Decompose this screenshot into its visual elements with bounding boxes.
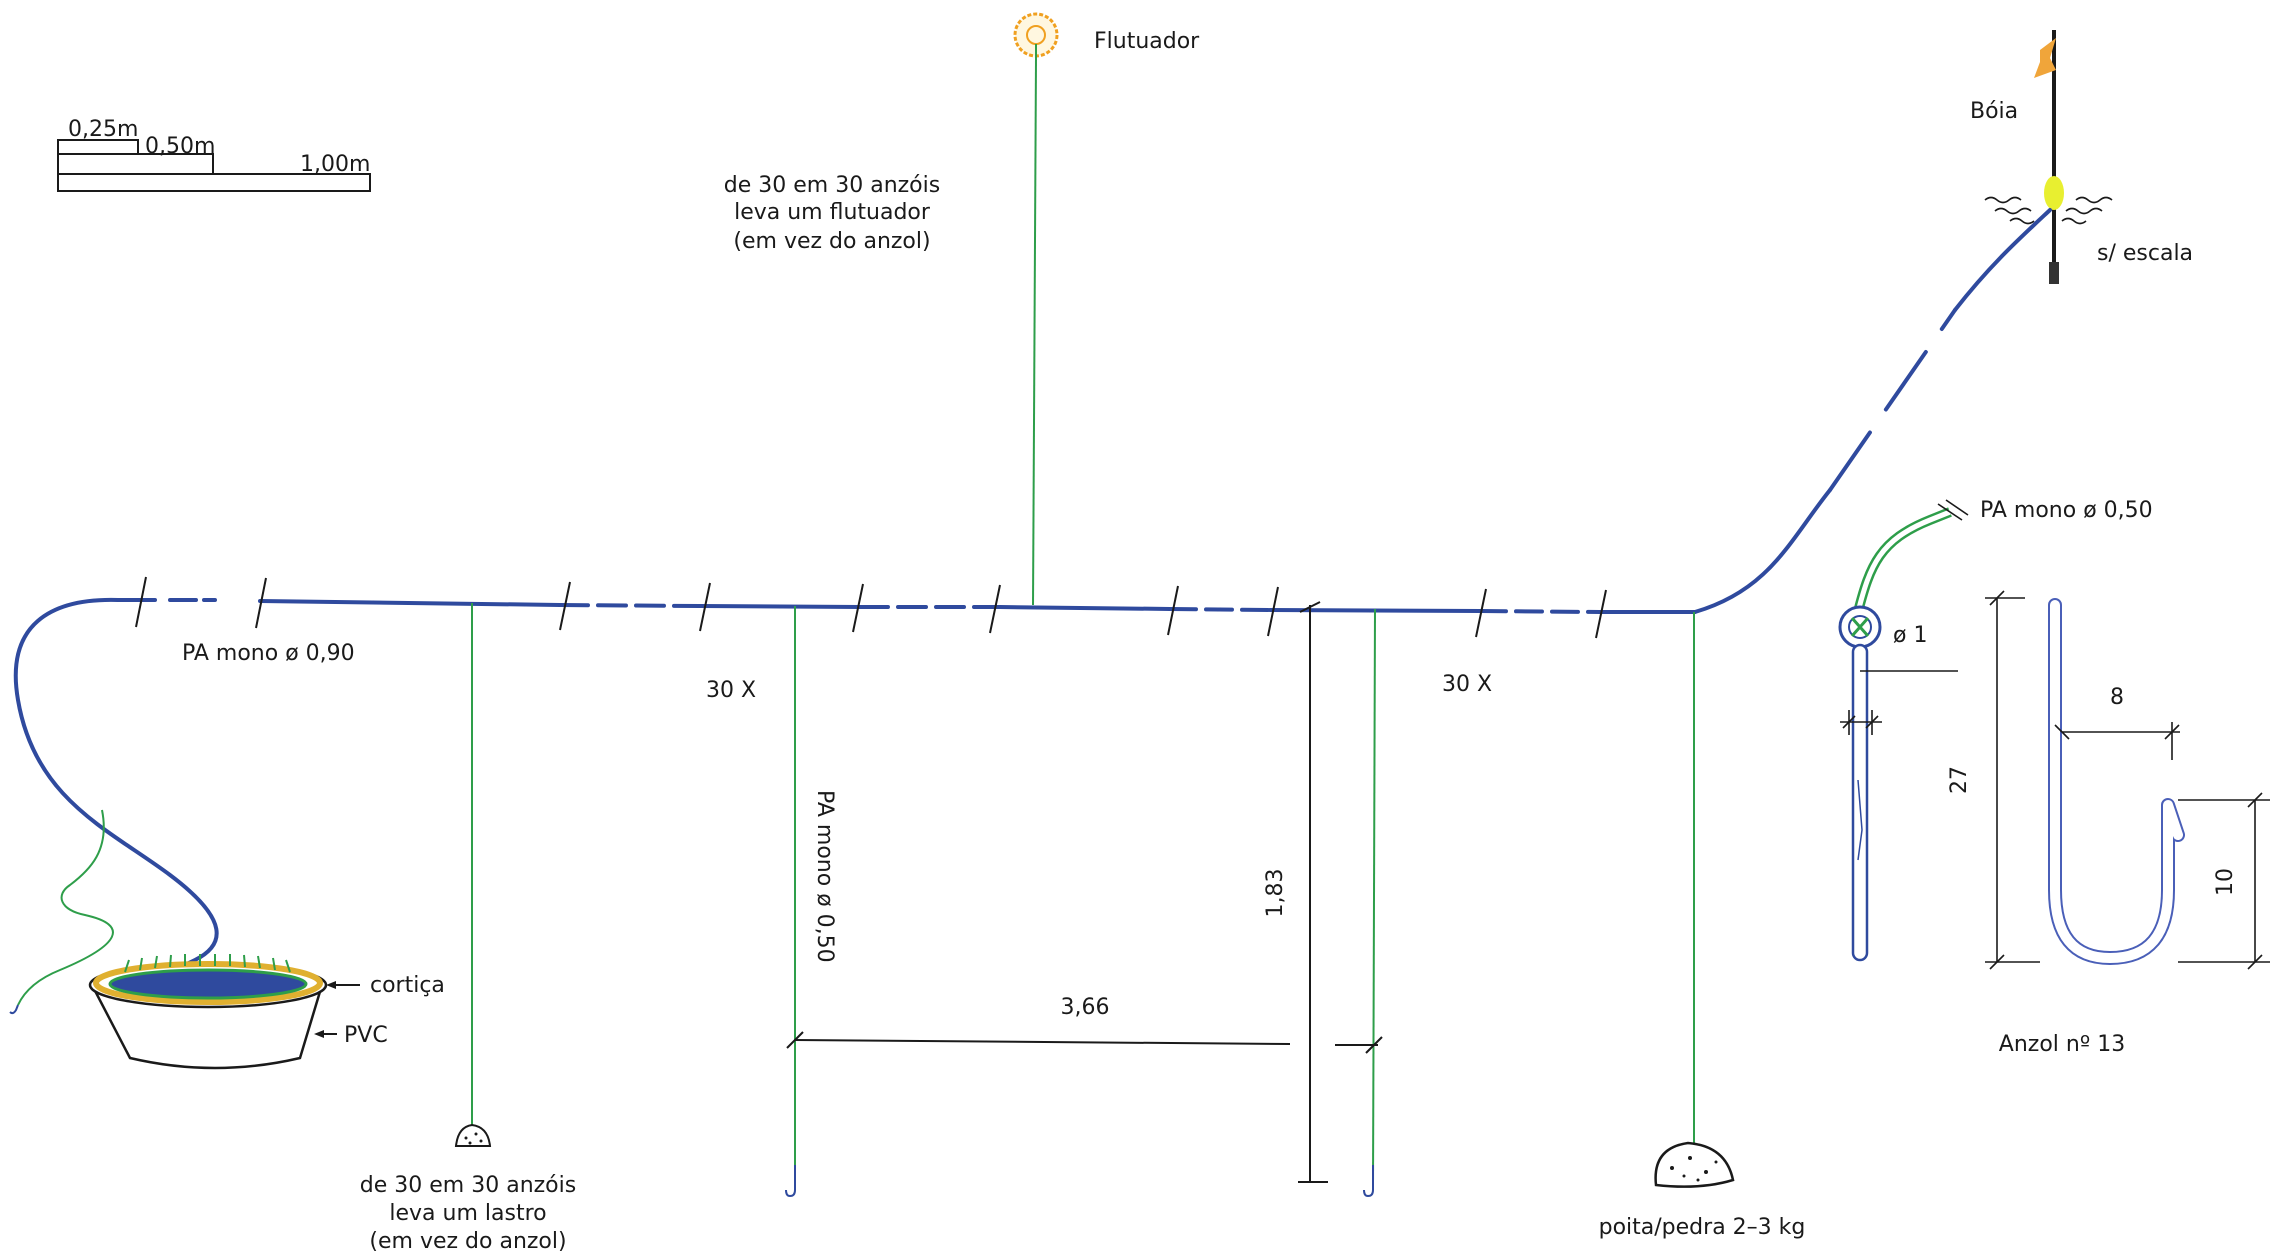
- line-break-ticks: [135, 576, 1607, 639]
- cork-arrow: [326, 981, 336, 989]
- gap-dimension-label: 8: [2110, 685, 2124, 710]
- depth-dimension-label: 1,83: [1263, 869, 1288, 918]
- repeat-label-left: 30 X: [706, 678, 756, 703]
- sinker-note-line-1: de 30 em 30 anzóis: [360, 1173, 576, 1198]
- eye-diameter-label: ø 1: [1893, 623, 1927, 648]
- float-label: Flutuador: [1094, 29, 1200, 54]
- buoy-label: Bóia: [1970, 99, 2018, 124]
- bend-dimension-label: 10: [2213, 868, 2238, 896]
- no-scale-label: s/ escala: [2097, 241, 2193, 266]
- main-line-label: PA mono ø 0,90: [182, 641, 355, 666]
- fish-hook-icon: [9, 1004, 19, 1015]
- length-dimension-label: 27: [1947, 766, 1972, 794]
- scale-label-050: 0,50m: [145, 134, 215, 159]
- hook-branch-right: [1372, 608, 1376, 1186]
- main-line: [13, 208, 2052, 978]
- sinker-note-line-2: leva um lastro: [389, 1201, 546, 1226]
- float-note-line-3: (em vez do anzol): [733, 229, 930, 254]
- hook-detail-line: [1853, 499, 1969, 614]
- pvc-label: PVC: [344, 1023, 388, 1048]
- fish-hook-icon: [785, 1165, 796, 1198]
- sinker-stone-icon: [454, 1123, 492, 1147]
- basket-branch: [17, 809, 114, 1006]
- branch-lines: [17, 603, 1695, 1186]
- pvc-arrow: [314, 1030, 324, 1038]
- fish-hook-icon: [1363, 1165, 1374, 1198]
- buoy-rope: [1693, 488, 1832, 614]
- anchor-label: poita/pedra 2–3 kg: [1599, 1215, 1806, 1240]
- anchor-stone-icon: [1654, 1141, 1735, 1188]
- sinker-note-line-3: (em vez do anzol): [369, 1229, 566, 1253]
- cork-label: cortiça: [370, 973, 445, 998]
- hook-dimensions: [1985, 590, 2270, 970]
- hook-side-view: [1838, 605, 1958, 962]
- scale-label-025: 0,25m: [68, 117, 138, 142]
- float-icon: [1013, 12, 1059, 58]
- dimension-spacing: [786, 1031, 1383, 1054]
- branch-line-label: PA mono ø 0,50: [812, 790, 837, 963]
- float-line: [1032, 57, 1037, 606]
- fish-hook-icon: [2048, 598, 2185, 965]
- hook-title: Anzol nº 13: [1999, 1032, 2125, 1057]
- scale-bar: [57, 139, 371, 192]
- repeat-label-right: 30 X: [1442, 672, 1492, 697]
- spacing-dimension-label: 3,66: [1061, 995, 1110, 1020]
- dimension-depth: [1298, 601, 1328, 1183]
- hook-line-label: PA mono ø 0,50: [1980, 498, 2153, 523]
- buoy-icon: [1984, 30, 2113, 284]
- main-line-coil: [13, 597, 219, 978]
- float-note-line-2: leva um flutuador: [734, 200, 931, 225]
- float-note-line-1: de 30 em 30 anzóis: [724, 173, 940, 198]
- pvc-basket-icon: [88, 954, 328, 1070]
- scale-label-100: 1,00m: [300, 152, 370, 177]
